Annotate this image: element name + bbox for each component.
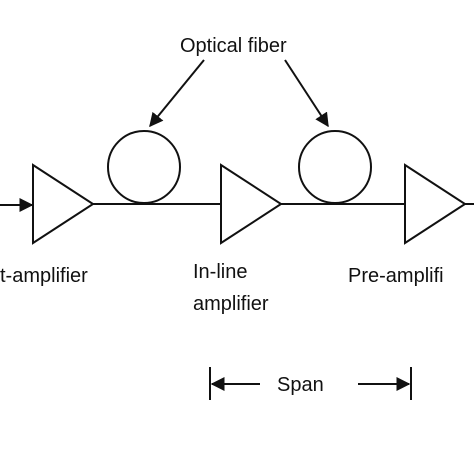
optical-fiber-label: Optical fiber: [180, 35, 287, 57]
inline-amplifier-label-line1: In-line: [193, 261, 247, 283]
post-amplifier-label: t-amplifier: [0, 265, 88, 287]
inline-amplifier-triangle: [220, 163, 283, 245]
inline-amplifier-label-line2: amplifier: [193, 293, 269, 315]
pointer-arrow-right: [284, 59, 329, 128]
post-amplifier-triangle: [32, 163, 95, 245]
pre-amplifier-label: Pre-amplifi: [348, 265, 444, 287]
fiber-coil-1: [107, 130, 181, 204]
fiber-coil-2: [298, 130, 372, 204]
span-label: Span: [277, 374, 324, 396]
pointer-arrow-left: [149, 59, 205, 128]
pre-amplifier-triangle: [404, 163, 467, 245]
